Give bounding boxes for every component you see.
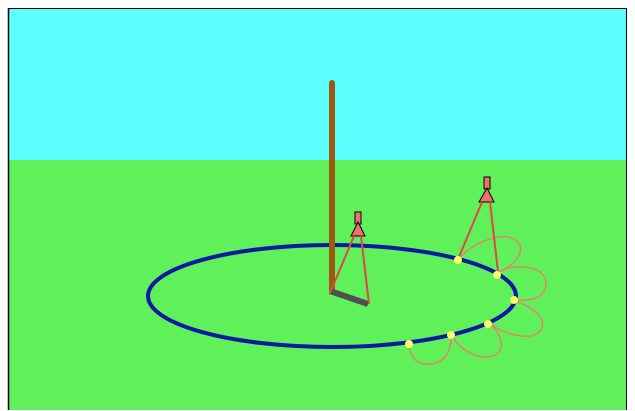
- sky: [8, 8, 627, 160]
- orbit-marker: [405, 340, 413, 348]
- ground: [8, 160, 627, 410]
- orbit-marker: [484, 320, 492, 328]
- orbit-marker: [493, 271, 501, 279]
- orbit-marker: [447, 331, 455, 339]
- orbit-marker: [510, 296, 518, 304]
- orbit-marker: [454, 256, 462, 264]
